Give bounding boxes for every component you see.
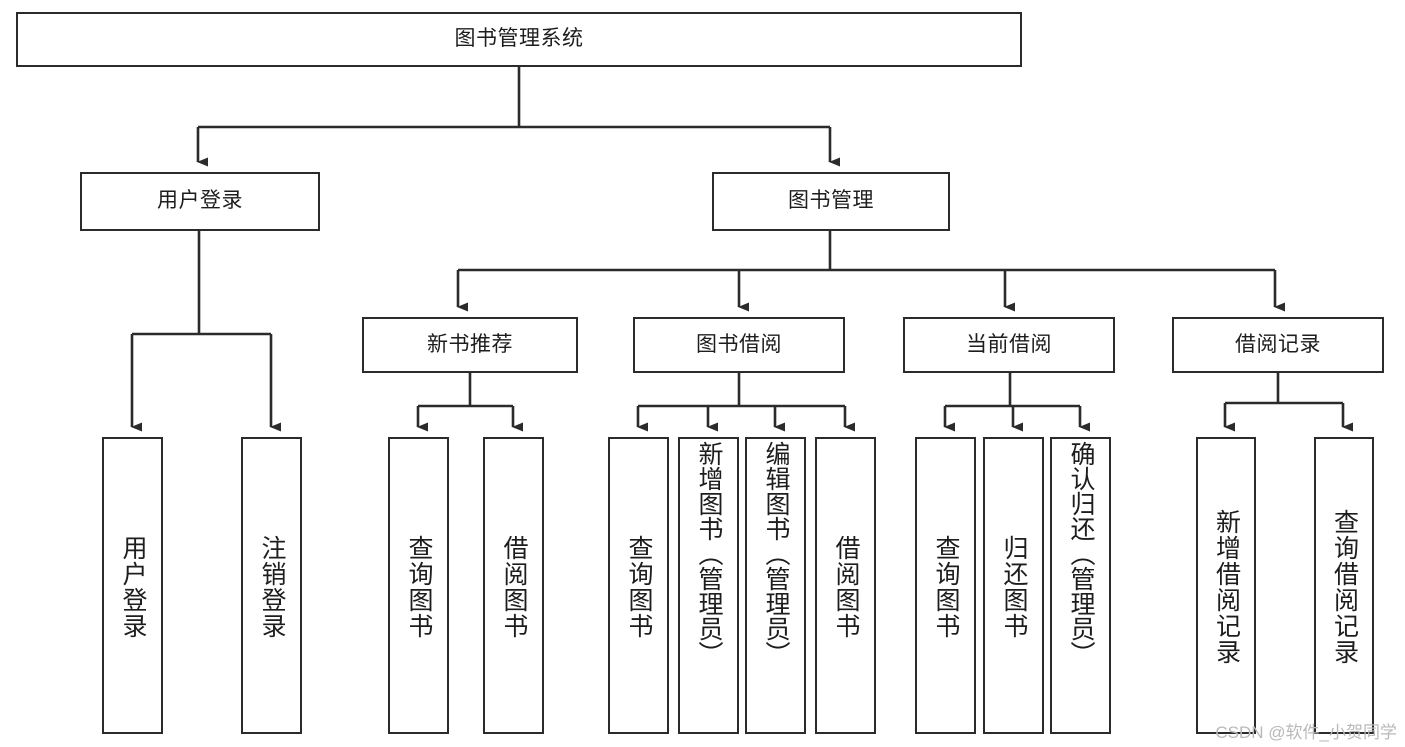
node-leaf-add-book[interactable]: 新增图书（管理员） <box>678 437 739 734</box>
node-leaf-borrow-book-2[interactable]: 借阅图书 <box>815 437 876 734</box>
node-leaf-user-login[interactable]: 用户登录 <box>102 437 163 734</box>
node-leaf-edit-book[interactable]: 编辑图书（管理员） <box>745 437 806 734</box>
node-book-management[interactable]: 图书管理 <box>712 172 950 231</box>
node-leaf-query-book-3[interactable]: 查询图书 <box>915 437 976 734</box>
node-leaf-query-book-3-label: 查询图书 <box>932 534 960 639</box>
node-leaf-query-record-label: 查询借阅记录 <box>1330 508 1359 665</box>
node-leaf-borrow-book-1-label: 借阅图书 <box>500 534 528 639</box>
node-borrow-record[interactable]: 借阅记录 <box>1172 317 1384 373</box>
node-leaf-query-book-2-label: 查询图书 <box>625 534 653 639</box>
node-leaf-edit-book-label: 编辑图书（管理员） <box>762 441 790 666</box>
node-new-book-recommend-label: 新书推荐 <box>427 332 513 356</box>
node-current-borrow[interactable]: 当前借阅 <box>903 317 1115 373</box>
node-leaf-query-book-2[interactable]: 查询图书 <box>608 437 669 734</box>
node-user-login[interactable]: 用户登录 <box>80 172 320 231</box>
node-user-login-label: 用户登录 <box>157 189 243 213</box>
node-leaf-add-book-label: 新增图书（管理员） <box>695 441 723 666</box>
node-book-borrow[interactable]: 图书借阅 <box>633 317 845 373</box>
node-leaf-user-logout[interactable]: 注销登录 <box>241 437 302 734</box>
node-leaf-borrow-book-2-label: 借阅图书 <box>832 534 860 639</box>
node-root-label: 图书管理系统 <box>454 27 584 51</box>
node-book-borrow-label: 图书借阅 <box>696 332 782 356</box>
node-borrow-record-label: 借阅记录 <box>1235 332 1321 356</box>
watermark: CSDN @软件_小贺同学 <box>1215 723 1397 742</box>
node-current-borrow-label: 当前借阅 <box>966 332 1052 356</box>
node-leaf-return-book-label: 归还图书 <box>1000 534 1028 639</box>
node-root[interactable]: 图书管理系统 <box>16 12 1022 67</box>
node-leaf-add-record-label: 新增借阅记录 <box>1212 508 1241 665</box>
node-leaf-query-record[interactable]: 查询借阅记录 <box>1314 437 1374 734</box>
node-new-book-recommend[interactable]: 新书推荐 <box>362 317 578 373</box>
node-leaf-query-book-1[interactable]: 查询图书 <box>388 437 449 734</box>
node-leaf-user-logout-label: 注销登录 <box>258 534 286 639</box>
node-leaf-add-record[interactable]: 新增借阅记录 <box>1196 437 1256 734</box>
node-leaf-borrow-book-1[interactable]: 借阅图书 <box>483 437 544 734</box>
node-book-management-label: 图书管理 <box>788 189 874 213</box>
node-leaf-confirm-return-label: 确认归还（管理员） <box>1067 441 1095 666</box>
node-leaf-user-login-label: 用户登录 <box>119 534 147 639</box>
node-leaf-return-book[interactable]: 归还图书 <box>983 437 1044 734</box>
node-leaf-confirm-return[interactable]: 确认归还（管理员） <box>1050 437 1111 734</box>
node-leaf-query-book-1-label: 查询图书 <box>405 534 433 639</box>
